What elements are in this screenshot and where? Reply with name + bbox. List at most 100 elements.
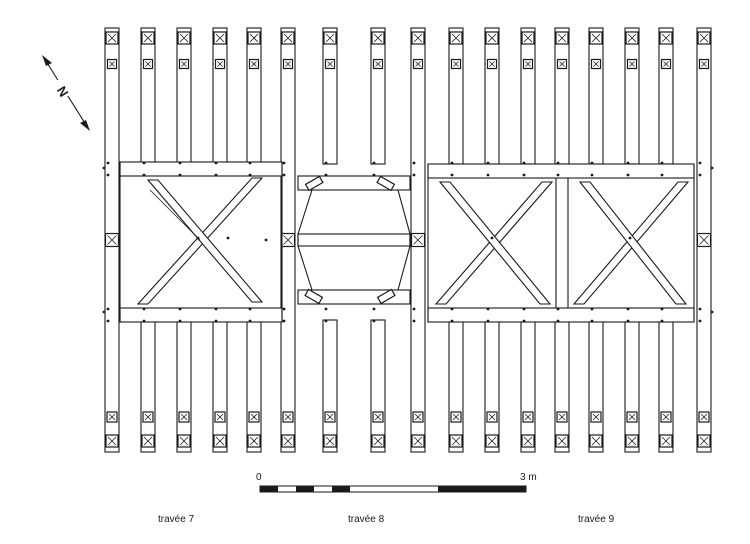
post-marker (141, 31, 155, 45)
post-marker (450, 411, 462, 423)
joist (624, 319, 640, 453)
post-marker (412, 58, 424, 70)
bolt (106, 161, 110, 165)
bolt (590, 173, 594, 177)
post-marker (372, 411, 384, 423)
joist (448, 319, 464, 453)
bolt (248, 161, 252, 165)
bolt (142, 173, 146, 177)
post-marker (105, 31, 119, 45)
bolt (372, 173, 376, 177)
bolt (486, 307, 490, 311)
post-marker (282, 58, 294, 70)
bay-label: travée 9 (578, 514, 615, 525)
post-marker (141, 434, 155, 448)
joist (322, 319, 338, 453)
post-marker (486, 58, 498, 70)
bolt (106, 319, 110, 323)
bolt (710, 310, 714, 314)
bolt (282, 319, 286, 323)
bolt (412, 307, 416, 311)
joist (484, 319, 500, 453)
post-marker (486, 411, 498, 423)
joist (520, 27, 536, 165)
bolt (698, 161, 702, 165)
bolt (660, 161, 664, 165)
bolt (486, 173, 490, 177)
bolt (626, 173, 630, 177)
joist (554, 319, 570, 453)
bolt (486, 161, 490, 165)
joist (176, 319, 192, 453)
post-marker (450, 58, 462, 70)
bay-7-frame (119, 161, 283, 323)
bolt (282, 173, 286, 177)
post-marker (522, 58, 534, 70)
post-marker (625, 434, 639, 448)
bolt (626, 319, 630, 323)
joist (658, 27, 674, 165)
bolt (412, 319, 416, 323)
bolt (450, 173, 454, 177)
post-marker (625, 31, 639, 45)
joist (520, 319, 536, 453)
joist (554, 27, 570, 165)
bolt (490, 236, 494, 240)
joist (140, 27, 156, 165)
post-marker (213, 31, 227, 45)
bolt (450, 319, 454, 323)
post-marker (177, 31, 191, 45)
post-marker (590, 58, 602, 70)
bolt (264, 238, 268, 242)
post-marker (555, 31, 569, 45)
scale-bar (259, 485, 527, 493)
bolt (556, 307, 560, 311)
post-marker (372, 58, 384, 70)
post-marker (281, 434, 295, 448)
post-marker (104, 232, 120, 248)
bolt (660, 319, 664, 323)
joist (246, 27, 262, 165)
post-marker (323, 434, 337, 448)
post-marker (696, 232, 712, 248)
bay-8-frame (297, 175, 411, 305)
bolt (282, 161, 286, 165)
bolt (324, 173, 328, 177)
post-marker (485, 434, 499, 448)
post-marker (214, 58, 226, 70)
bolt (486, 319, 490, 323)
post-marker (659, 434, 673, 448)
north-arrow-icon (42, 55, 90, 131)
bolt (626, 307, 630, 311)
post-marker (247, 31, 261, 45)
bolt (522, 173, 526, 177)
bay-9-frame (427, 163, 695, 323)
bolt (102, 166, 106, 170)
bolt (590, 307, 594, 311)
bolt (710, 166, 714, 170)
joists (104, 27, 712, 453)
joist (212, 319, 228, 453)
bolt (556, 319, 560, 323)
bolt (698, 319, 702, 323)
joist (322, 27, 338, 165)
post-marker (178, 411, 190, 423)
post-marker (660, 411, 672, 423)
bolt (556, 161, 560, 165)
bolt (450, 161, 454, 165)
post-marker (697, 434, 711, 448)
post-marker (214, 411, 226, 423)
bolt (412, 161, 416, 165)
bolt (214, 319, 218, 323)
bolt (142, 161, 146, 165)
bolt (178, 173, 182, 177)
joist (484, 27, 500, 165)
post-marker (590, 411, 602, 423)
bolt-dots (102, 161, 714, 323)
post-marker (105, 434, 119, 448)
post-marker (280, 232, 296, 248)
bolt (214, 173, 218, 177)
bolt (698, 307, 702, 311)
post-marker (213, 434, 227, 448)
bay-label: travée 8 (348, 514, 385, 525)
